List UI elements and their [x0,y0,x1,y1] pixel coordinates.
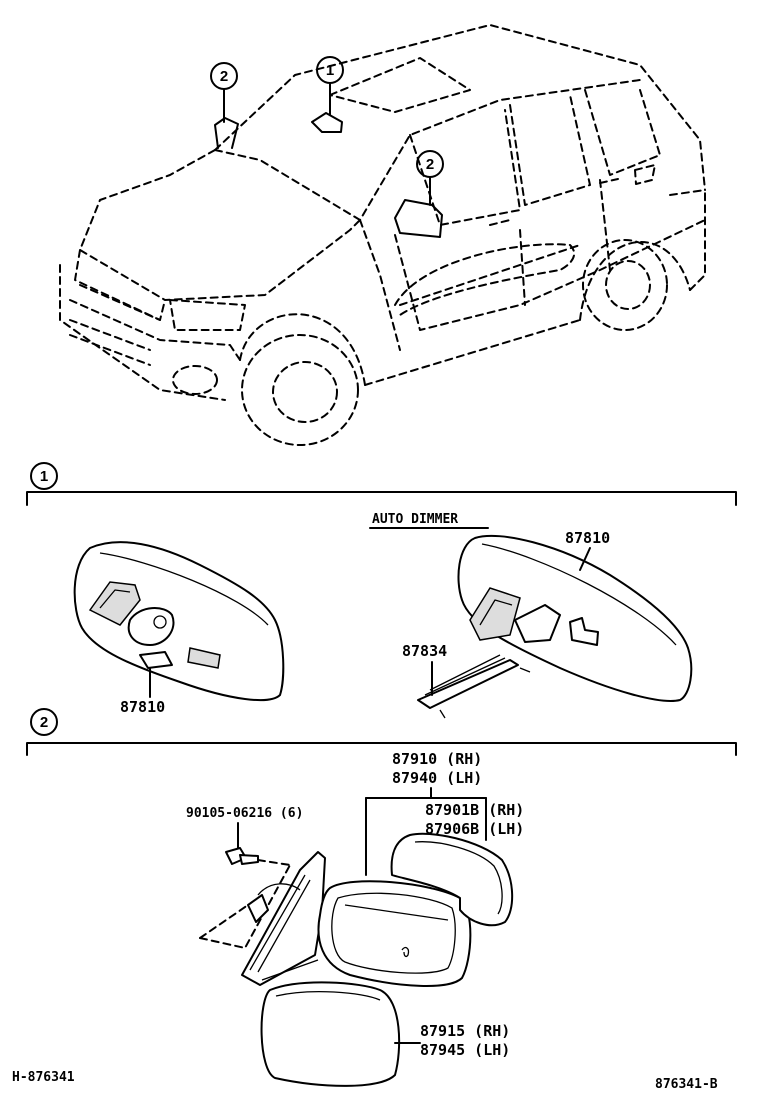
part-label-87834: 87834 [402,642,447,660]
svg-text:2: 2 [426,156,434,173]
part-label-87915-rh: 87915 (RH) [420,1022,510,1040]
callout-2-on-vehicle-right: 2 [416,150,444,206]
leader-outer-mirror [365,787,487,876]
vehicle-illustration [59,24,706,446]
footer-left-code: H-876341 [12,1070,75,1085]
mirror-base-bracket [241,851,326,986]
part-label-87901b-rh: 87901B (RH) [425,801,524,819]
inner-mirror-standard: 87810 [73,541,285,716]
section-1-header: 1 [26,462,737,506]
svg-text:AUTO DIMMER: AUTO DIMMER [372,512,458,527]
part-label-87945-lh: 87945 (LH) [420,1041,510,1059]
svg-text:1: 1 [326,62,334,79]
section-2-header: 2 [26,708,737,756]
part-label-87906b-lh: 87906B (LH) [425,820,524,838]
inner-mirror-auto-dimmer: 87810 87834 [402,529,693,719]
auto-dimmer-heading: AUTO DIMMER [369,512,489,529]
svg-text:2: 2 [40,714,48,731]
part-label-screw: 90105-06216 (6) [186,806,303,821]
part-label-87910-rh: 87910 (RH) [392,750,482,768]
mirror-glass [390,832,514,927]
callout-1-on-vehicle: 1 [316,56,344,116]
part-label-87940-lh: 87940 (LH) [392,769,482,787]
vehicle-inner-mirror [311,112,343,133]
mirror-housing-cover [260,981,401,1087]
vehicle-side-mirror-right [394,199,443,238]
svg-text:2: 2 [220,68,228,85]
callout-2-on-vehicle-left: 2 [210,62,238,123]
svg-text:1: 1 [40,468,48,485]
part-label-87810-right: 87810 [565,529,610,547]
mirror-housing [317,880,472,987]
screw-part [225,847,259,865]
footer-right-code: 876341-B [655,1077,718,1092]
part-label-87810-left: 87810 [120,698,165,716]
